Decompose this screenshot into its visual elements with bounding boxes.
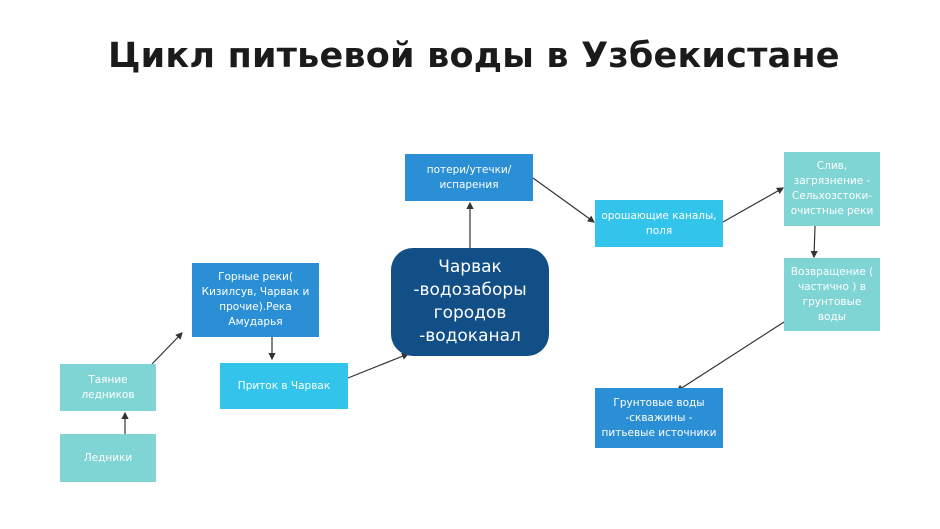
node-return-groundwater: Возвращение ( частично ) в грунтовые вод… [784, 258, 880, 331]
node-drain-pollution: Слив, загрязнение - Сельхозстоки- очистн… [784, 152, 880, 226]
arrow-losses-to-irrigation [532, 177, 595, 223]
arrow-drain-to-return [810, 225, 818, 259]
diagram-title: Цикл питьевой воды в Узбекистане [108, 36, 840, 76]
node-groundwater-sources: Грунтовые воды -скважины - питьевые исто… [595, 388, 723, 448]
arrow-irrigation-to-drain [722, 187, 785, 223]
arrow-melting-to-rivers [151, 332, 183, 365]
node-glaciers: Ледники [60, 434, 156, 482]
node-losses: потери/утечки/ испарения [405, 154, 533, 201]
node-mountain-rivers: Горные реки( Кизилсув, Чарвак и прочие).… [192, 263, 319, 337]
arrow-inflow-to-charvak [347, 352, 410, 379]
node-irrigation: орошающие каналы, поля [595, 200, 723, 247]
node-charvak: Чарвак -водозаборы городов -водоканал [391, 248, 549, 356]
node-inflow-charvak: Приток в Чарвак [220, 363, 348, 409]
node-glacier-melting: Таяние ледников [60, 364, 156, 411]
arrow-return-to-groundwater [675, 321, 785, 392]
